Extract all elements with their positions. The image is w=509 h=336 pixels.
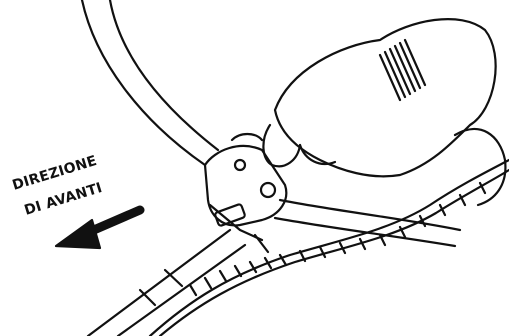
main-shaft — [86, 228, 247, 336]
front-handle-bar — [273, 198, 462, 248]
direction-arrow — [54, 205, 145, 250]
throttle-cable — [148, 158, 509, 336]
gloved-hand — [262, 18, 507, 207]
handle-clamp — [203, 132, 288, 254]
upper-shaft — [80, 0, 220, 167]
